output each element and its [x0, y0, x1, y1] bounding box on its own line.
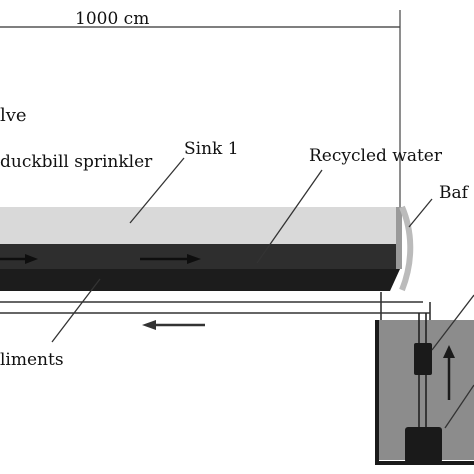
leader-line-recycled — [256, 169, 323, 264]
leader-line-pump — [444, 384, 474, 429]
valve-label: lve — [0, 105, 27, 126]
water-layer — [0, 207, 400, 245]
baffle-label: Baf — [439, 183, 468, 203]
leader-line-baffle — [408, 198, 433, 228]
sediments-label: liments — [0, 350, 64, 370]
reservoir-tank — [375, 320, 474, 465]
sink-label: Sink 1 — [184, 139, 239, 159]
recycled-water-label: Recycled water — [309, 146, 442, 166]
pump-icon — [405, 427, 442, 463]
baffle-wall — [396, 207, 402, 269]
flow-arrow-up-icon — [443, 345, 455, 358]
sprinkler-label: duckbill sprinkler — [0, 152, 153, 172]
flow-arrow-right-1-icon — [25, 254, 38, 264]
length-label: 1000 cm — [75, 9, 150, 29]
flume-channel — [0, 244, 400, 269]
flow-arrow-right-2-icon — [187, 254, 201, 264]
leader-line-filter — [431, 294, 474, 351]
flow-arrow-left-icon — [142, 320, 156, 330]
flume-bottom — [0, 269, 400, 291]
leader-line-sediments — [51, 278, 101, 343]
baffle-edge — [399, 205, 414, 292]
leader-line-sink — [129, 157, 185, 224]
filter-cylinder-icon — [414, 343, 432, 375]
